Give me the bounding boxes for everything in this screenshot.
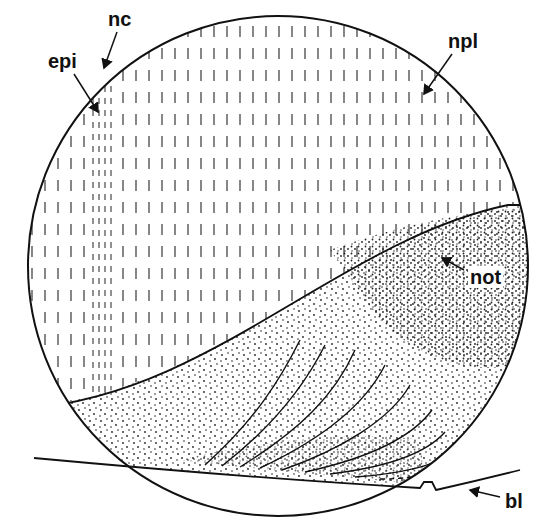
part-label: npl <box>446 30 480 52</box>
part-label: epi <box>46 50 79 72</box>
part-label: nc <box>106 8 133 30</box>
part-label: bl <box>503 490 525 512</box>
part-label: not <box>468 266 503 288</box>
